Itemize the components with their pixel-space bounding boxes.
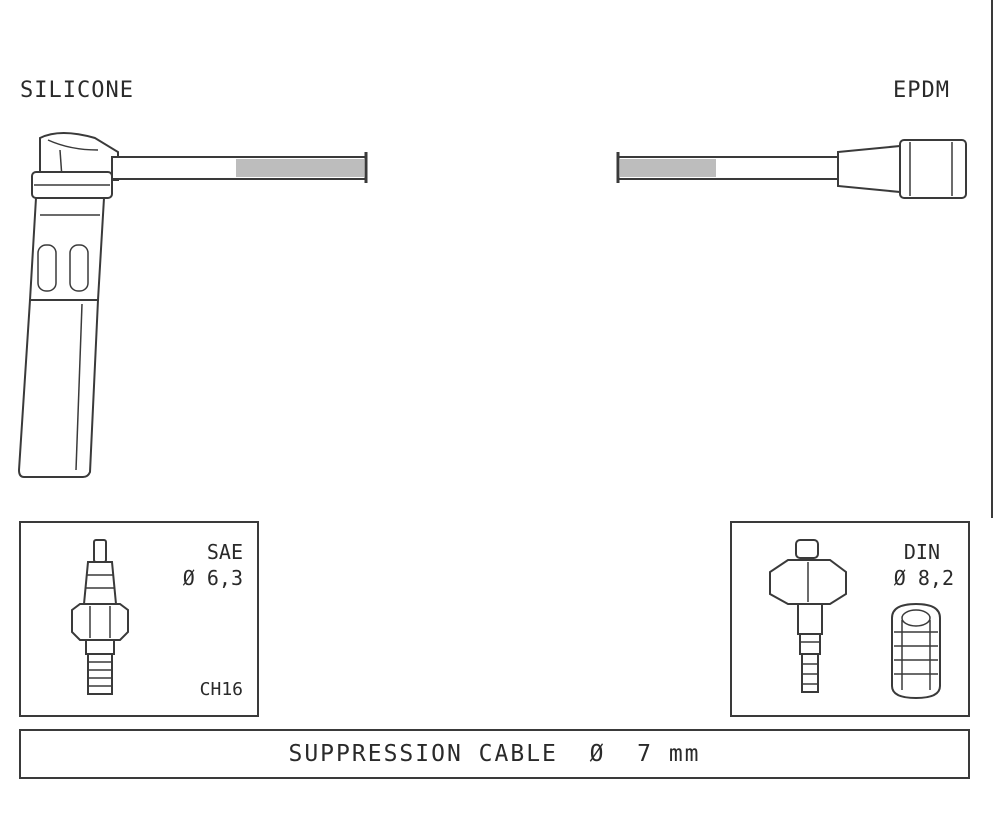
cable-left — [111, 152, 368, 183]
epdm-boot-icon — [837, 139, 967, 199]
din-terminal-box: DIN Ø 8,2 — [730, 521, 970, 717]
epdm-label: EPDM — [893, 78, 950, 103]
sae-terminal-box: SAE Ø 6,3 CH16 — [19, 521, 259, 717]
sae-diameter-label: Ø 6,3 — [182, 566, 243, 590]
silicone-boot-icon — [17, 132, 119, 478]
silicone-label: SILICONE — [20, 78, 134, 103]
din-standard-label: DIN — [903, 540, 940, 564]
cable-spec-box: SUPPRESSION CABLE Ø 7 mm — [19, 729, 970, 779]
cable-right — [616, 152, 841, 183]
din-diameter-label: Ø 8,2 — [893, 566, 954, 590]
sae-hex-label: CH16 — [199, 679, 243, 700]
spark-plug-icon — [71, 539, 129, 695]
socket-sleeve-icon — [891, 602, 941, 700]
sae-standard-label: SAE — [206, 540, 243, 564]
cable-description: SUPPRESSION CABLE Ø 7 mm — [288, 741, 701, 767]
coil-connector-icon — [769, 539, 847, 693]
